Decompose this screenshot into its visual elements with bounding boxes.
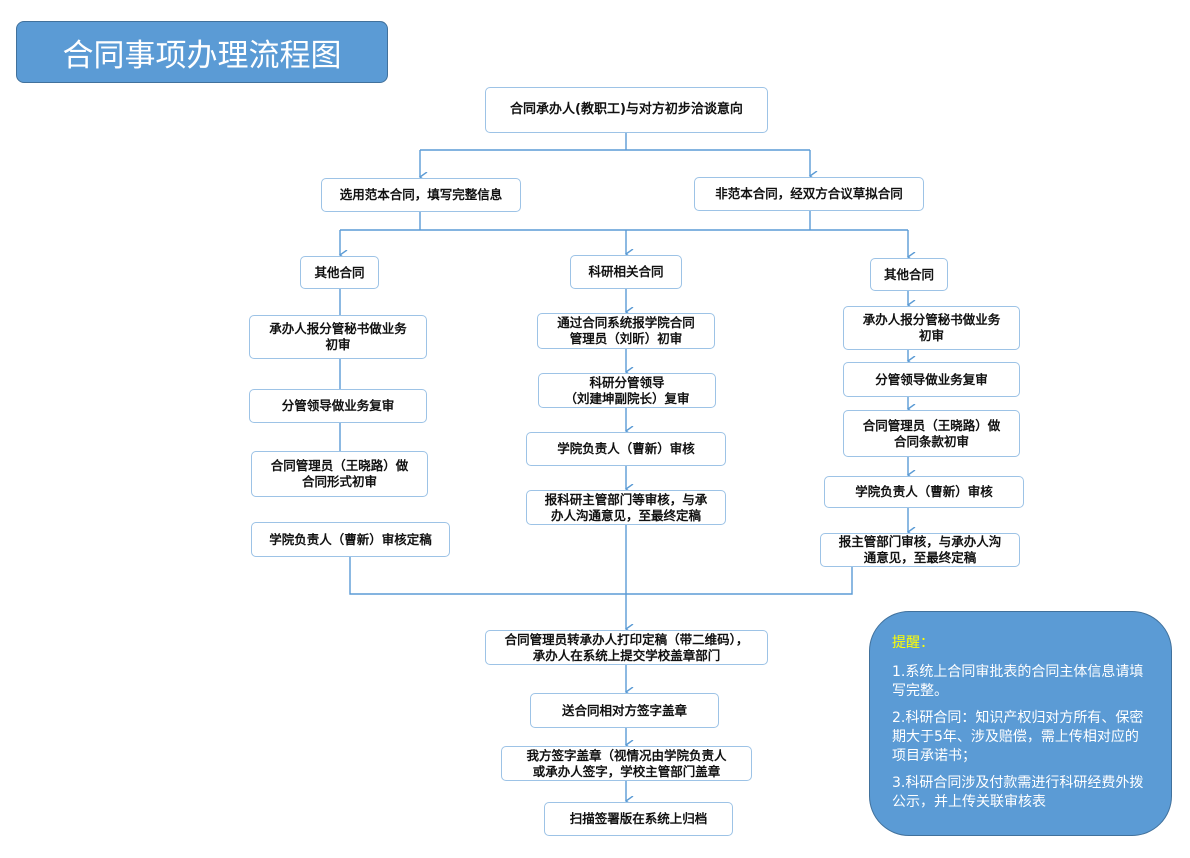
final-step: 扫描签署版在系统上归档	[544, 802, 733, 836]
middle-step: 报科研主管部门等审核，与承 办人沟通意见，至最终定稿	[526, 490, 726, 525]
middle-branch-header: 科研相关合同	[570, 255, 682, 289]
left-branch-header: 其他合同	[300, 256, 379, 289]
middle-step: 科研分管领导 （刘建坤副院长）复审	[538, 373, 716, 408]
reminder-heading: 提醒：	[892, 635, 934, 651]
final-step: 我方签字盖章（视情况由学院负责人 或承办人签字，学校主管部门盖章	[501, 746, 752, 781]
right-step: 学院负责人（曹新）审核	[824, 476, 1024, 508]
reminder-item: 3.科研合同涉及付款需进行科研经费外拨公示，并上传关联审核表	[892, 775, 1144, 810]
page-title: 合同事项办理流程图	[16, 21, 388, 83]
final-step: 送合同相对方签字盖章	[530, 693, 719, 728]
template-contract-step: 选用范本合同，填写完整信息	[321, 178, 521, 212]
left-step: 学院负责人（曹新）审核定稿	[251, 522, 450, 557]
start-step: 合同承办人(教职工)与对方初步洽谈意向	[485, 87, 768, 133]
reminder-note: 提醒： 1.系统上合同审批表的合同主体信息请填写完整。 2.科研合同：知识产权归…	[869, 611, 1172, 836]
reminder-item: 2.科研合同：知识产权归对方所有、保密期大于5年、涉及赔偿，需上传相对应的项目承…	[892, 710, 1144, 764]
reminder-item: 1.系统上合同审批表的合同主体信息请填写完整。	[892, 664, 1144, 699]
left-step: 合同管理员（王晓路）做 合同形式初审	[251, 451, 428, 497]
final-step: 合同管理员转承办人打印定稿（带二维码）， 承办人在系统上提交学校盖章部门	[485, 630, 768, 665]
middle-step: 学院负责人（曹新）审核	[526, 432, 726, 466]
right-step: 报主管部门审核，与承办人沟 通意见，至最终定稿	[820, 533, 1020, 567]
left-step: 分管领导做业务复审	[249, 389, 427, 423]
left-step: 承办人报分管秘书做业务 初审	[249, 315, 427, 359]
non-template-contract-step: 非范本合同，经双方合议草拟合同	[694, 177, 924, 211]
right-branch-header: 其他合同	[870, 258, 948, 291]
right-step: 承办人报分管秘书做业务 初审	[843, 306, 1020, 350]
right-step: 分管领导做业务复审	[843, 362, 1020, 397]
middle-step: 通过合同系统报学院合同 管理员（刘昕）初审	[537, 313, 715, 349]
right-step: 合同管理员（王晓路）做 合同条款初审	[843, 410, 1020, 457]
